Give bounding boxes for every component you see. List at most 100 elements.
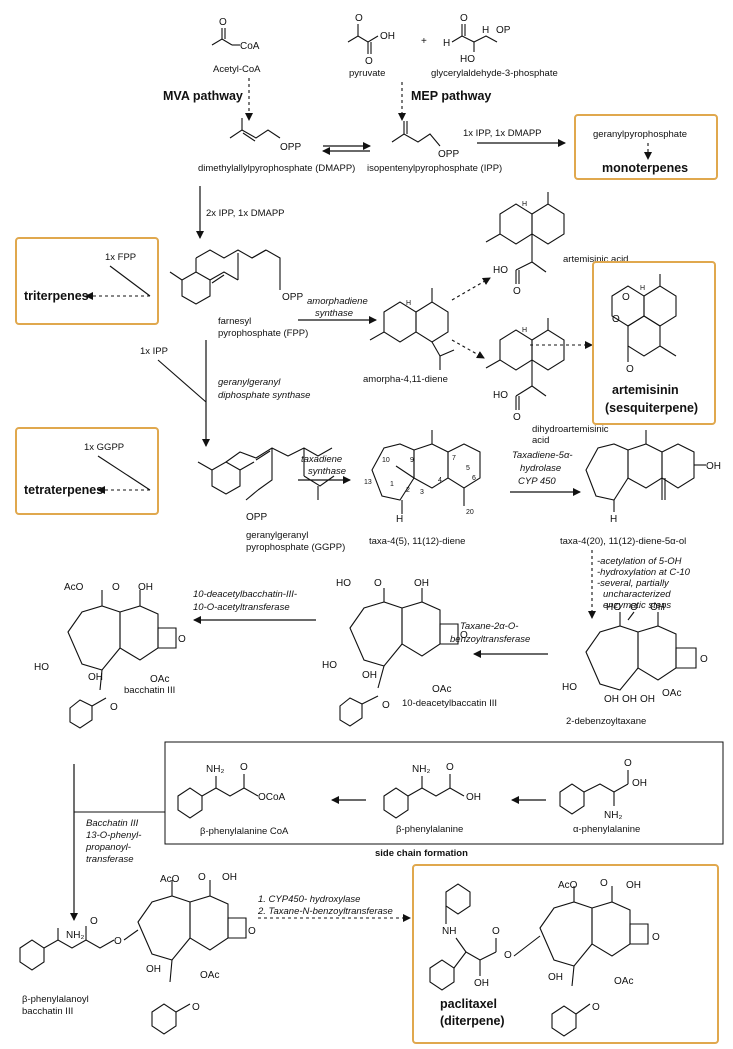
deacetylbaccatin-label: 10-deacetylbaccatin III: [402, 698, 497, 709]
triterpenes-box: [15, 237, 159, 325]
atom-h: H: [522, 201, 527, 208]
fpp-ipp-step-label: 1x IPP: [140, 346, 168, 357]
atom-ho: HO: [606, 602, 621, 613]
taxadiene-synthase-line2: synthase: [308, 466, 346, 477]
atom-nh2: NH₂: [604, 810, 622, 821]
side-chain-title: side chain formation: [375, 848, 468, 859]
ipp-label: isopentenylpyrophosphate (IPP): [367, 163, 502, 174]
taxadiene-num-3: 3: [420, 489, 424, 496]
deacetylbaccatin-structure: HO O OH HO OH OAc O O: [322, 578, 468, 727]
atom-coa: CoA: [240, 41, 260, 52]
atom-o: O: [240, 762, 248, 773]
atom-o: O: [622, 292, 630, 303]
step-line4: uncharacterized: [603, 589, 671, 600]
taxadiene-num-20: 20: [466, 509, 474, 516]
acetyl-coa-label: Acetyl-CoA: [213, 64, 261, 75]
atom-opp: OPP: [246, 512, 267, 523]
atom-ho: HO: [493, 390, 508, 401]
taxadiene-num-10: 10: [382, 457, 390, 464]
atom-o: O: [446, 762, 454, 773]
atom-op: OP: [496, 25, 511, 36]
atom-o: O: [90, 916, 98, 927]
atom-nh2: NH₂: [206, 764, 224, 775]
atom-o: O: [192, 1002, 200, 1013]
atom-oh: OH: [466, 792, 481, 803]
artemisinin-box: [592, 261, 716, 425]
taxadiene-num-5: 5: [466, 465, 470, 472]
side-chain-box: [164, 741, 724, 845]
ipp-structure: OPP: [391, 121, 459, 160]
debenzoyltaxane-label: 2-debenzoyltaxane: [566, 716, 646, 727]
g3p-structure: H O OP H HO: [443, 13, 511, 65]
benzoyltransferase-line1: Taxane-2α-O-: [460, 621, 518, 632]
amorphadiene-structure: H: [369, 288, 455, 370]
beta-phenylalanine-coa-label: β-phenylalanine CoA: [200, 826, 289, 837]
ggpp-step-label: 1x GGPP: [84, 442, 124, 453]
amorphadiene-synthase-line2: synthase: [315, 308, 353, 319]
atom-o: O: [114, 936, 122, 947]
atom-o: O: [365, 56, 373, 67]
debenzoyltaxane-structure: HO O OH HO OH OH OH OAc O: [562, 602, 708, 705]
atom-aco: AcO: [64, 582, 84, 593]
atom-oh: OH: [222, 872, 237, 883]
taxadiene-num-9: 9: [410, 457, 414, 464]
two-ipp-step-label: 2x IPP, 1x DMAPP: [206, 208, 285, 219]
hydroxylase-line3: CYP 450: [518, 476, 556, 487]
atom-o: O: [355, 13, 363, 24]
beta-phenylalanine-label: β-phenylalanine: [396, 824, 463, 835]
final-step-line2: 2. Taxane-N-benzoyltransferase: [257, 906, 393, 917]
atom-h: H: [406, 300, 411, 307]
atom-h: H: [443, 38, 450, 49]
atom-o: O: [460, 13, 468, 24]
tetraterpenes-box: [15, 427, 159, 515]
ggpp-structure: OPP: [197, 447, 335, 523]
final-enzyme-line1: Bacchatin III: [86, 818, 139, 829]
to-artemisinic-arrow: [451, 277, 491, 301]
atom-o: O: [178, 634, 186, 645]
amorphadiene-synthase-line1: amorphadiene: [307, 296, 368, 307]
atom-nh: NH: [442, 926, 456, 937]
paclitaxel-structure: NH OH O O AcO O OH OH OAc O O: [429, 878, 660, 1037]
atom-o: O: [700, 654, 708, 665]
g3p-label: glycerylaldehyde-3-phosphate: [431, 68, 558, 79]
atom-o: O: [513, 286, 521, 297]
atom-o: O: [374, 578, 382, 589]
atom-o: O: [219, 17, 227, 28]
step-line3: -several, partially: [597, 578, 670, 589]
atom-ho: HO: [562, 682, 577, 693]
atom-o: O: [600, 878, 608, 889]
atom-o: O: [592, 1002, 600, 1013]
plus-sign: +: [421, 36, 427, 47]
atom-ho: HO: [336, 578, 351, 589]
benzoyltransferase-line2: benzoyltransferase: [450, 634, 530, 645]
alpha-phenylalanine-structure: O OH NH₂: [559, 758, 647, 821]
acetyltransferase-line2: 10-O-acetyltransferase: [193, 602, 290, 613]
atom-o: O: [612, 314, 620, 325]
atom-oac: OAc: [662, 688, 681, 699]
tetraterpenes-label: tetraterpenes: [24, 483, 103, 497]
atom-oh: OH: [604, 694, 619, 705]
gpp-label: geranylpyrophosphate: [593, 129, 687, 140]
atom-oh: OH: [622, 694, 637, 705]
atom-oh: OH: [146, 964, 161, 975]
atom-oh: OH: [626, 880, 641, 891]
dmapp-structure: OPP: [229, 118, 301, 153]
ipp-condensation-line: [157, 359, 207, 403]
atom-oh: OH: [650, 602, 665, 613]
atom-h: H: [396, 514, 403, 525]
fpp-label-line1: farnesyl: [218, 316, 251, 327]
baccatin-structure: AcO O OH HO OH OAc O O: [34, 582, 186, 729]
atom-o: O: [492, 926, 500, 937]
atom-ho: HO: [460, 54, 475, 65]
fpp-condensation-line: [109, 265, 151, 297]
gg-synthase-line2: diphosphate synthase: [218, 390, 310, 401]
atom-oh: OH: [380, 31, 395, 42]
artemisinic-acid-label: artemisinic acid: [563, 254, 628, 265]
taxadienol-label: taxa-4(20), 11(12)-diene-5α-ol: [560, 536, 686, 547]
atom-ho: HO: [34, 662, 49, 673]
sesquiterpene-label: (sesquiterpene): [605, 401, 698, 415]
pyruvate-label: pyruvate: [349, 68, 385, 79]
atom-oac: OAc: [150, 674, 169, 685]
final-step-line1: 1. CYP450- hydroxylase: [258, 894, 360, 905]
paclitaxel-label: paclitaxel: [440, 997, 497, 1011]
